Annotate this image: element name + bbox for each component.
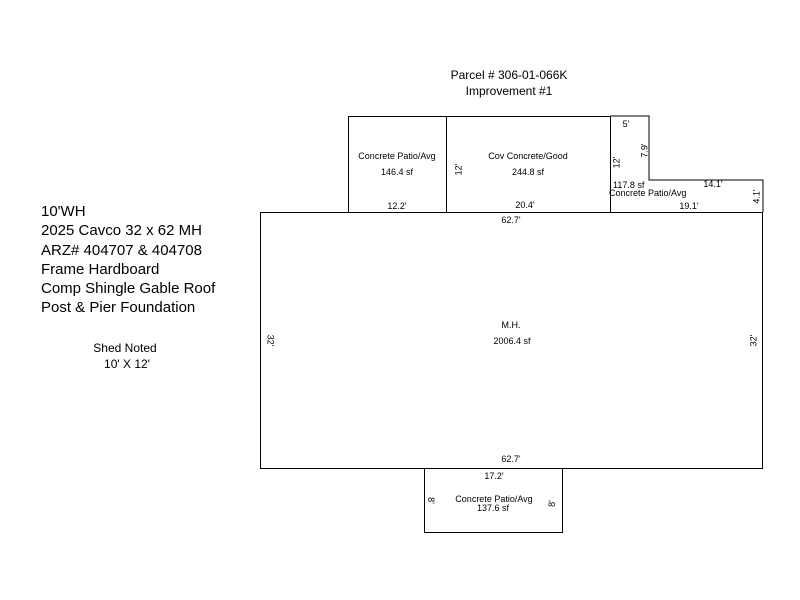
- shed-label: Shed Noted: [93, 341, 157, 355]
- patio-bottom-right-dimension: 8': [546, 500, 557, 507]
- patio-right-top-dimension: 5': [622, 119, 630, 129]
- patio-right-area: 117.8 sf: [613, 180, 645, 190]
- patio-left-width: 12.2': [387, 201, 407, 211]
- note-line: ARZ# 404707 & 404708: [41, 241, 202, 259]
- patio-right-name: Concrete Patio/Avg: [609, 188, 687, 198]
- mh-bottom-dimension: 62.7': [501, 454, 521, 464]
- cov-concrete-outline: [446, 116, 611, 213]
- patio-bottom-area: 137.6 sf: [476, 503, 510, 513]
- patio-bottom-left-dimension: 8': [425, 497, 436, 504]
- note-line: Post & Pier Foundation: [41, 299, 196, 317]
- note-line: 2025 Cavco 32 x 62 MH: [41, 222, 202, 240]
- note-line: 10'WH: [41, 203, 86, 220]
- cov-concrete-name: Cov Concrete/Good: [488, 151, 568, 161]
- improvement-label: Improvement #1: [465, 84, 553, 98]
- patio-left-name: Concrete Patio/Avg: [358, 151, 436, 161]
- mh-name: M.H.: [501, 320, 521, 330]
- property-notes: 10'WH 2025 Cavco 32 x 62 MH ARZ# 404707 …: [41, 202, 215, 318]
- patio-right-depth: 12': [611, 156, 622, 169]
- patio-right-side-dimension: 7.9': [639, 143, 650, 158]
- patio-right-end-dimension: 4.1': [751, 189, 762, 204]
- cov-concrete-area: 244.8 sf: [511, 167, 545, 177]
- note-line: Frame Hardboard: [41, 260, 160, 278]
- patio-bottom-width: 17.2': [484, 471, 504, 481]
- shed-size: 10' X 12': [104, 357, 150, 371]
- patio-left-area: 146.4 sf: [380, 167, 414, 177]
- mh-top-dimension: 62.7': [501, 215, 521, 225]
- parcel-number: Parcel # 306-01-066K: [450, 68, 568, 82]
- cov-concrete-width: 20.4': [515, 200, 535, 210]
- mh-area: 2006.4 sf: [493, 336, 531, 346]
- note-line: Comp Shingle Gable Roof: [41, 280, 216, 298]
- patio-right-width: 19.1': [679, 201, 699, 211]
- patio-bottom-outline: [424, 468, 563, 533]
- patio-bottom-name: Concrete Patio/Avg: [455, 494, 533, 504]
- patio-right-step-dimension: 14.1': [703, 179, 723, 189]
